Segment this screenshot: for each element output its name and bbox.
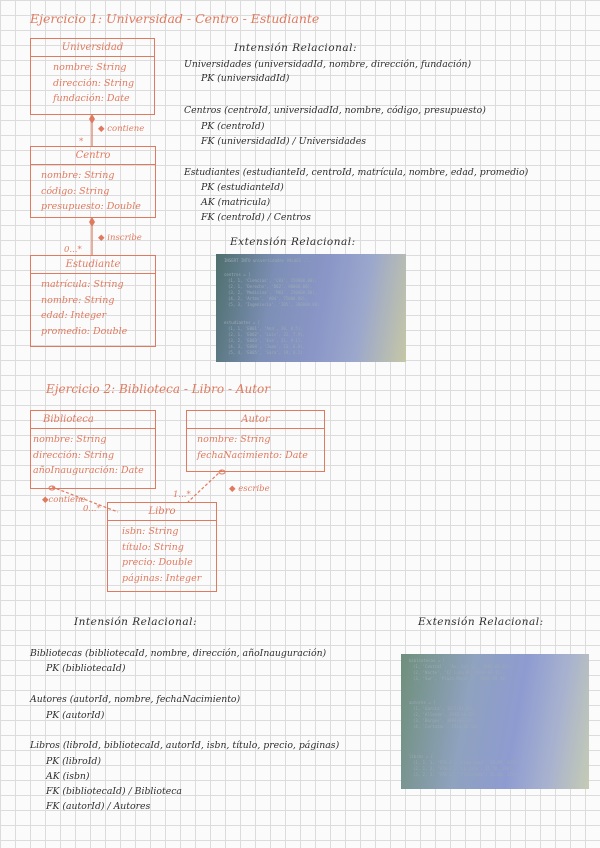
schema-line: Centros (centroId, universidadId, nombre… — [184, 105, 486, 116]
class-attribute: nombre: String — [41, 170, 115, 181]
multiplicity-label: * — [79, 137, 84, 147]
class-attribute: edad: Integer — [41, 310, 107, 321]
schema-line: FK (centroId) / Centros — [201, 212, 311, 223]
class-name: Biblioteca — [31, 411, 155, 429]
class-name: Autor — [187, 411, 324, 429]
class-attribute: precio: Double — [122, 557, 193, 568]
schema-line: PK (estudianteId) — [201, 182, 284, 193]
relation-label-inscribe: ◆ inscribe — [98, 233, 142, 243]
class-name: Centro — [31, 147, 155, 165]
uml-class-estudiante: Estudiante matrícula: String nombre: Str… — [30, 255, 156, 347]
schema-line: Libros (libroId, bibliotecaId, autorId, … — [30, 740, 340, 751]
schema-line: PK (libroId) — [46, 756, 101, 767]
class-name: Estudiante — [31, 256, 155, 274]
class-attribute: isbn: String — [122, 526, 179, 537]
class-attribute: promedio: Double — [41, 325, 128, 337]
class-attribute: matrícula: String — [41, 279, 124, 290]
extension-heading: Extensión Relacional: — [418, 616, 544, 628]
exercise1-title: Ejercicio 1: Universidad - Centro - Estu… — [30, 11, 320, 26]
relation-name: contiene — [107, 124, 145, 134]
class-attribute: páginas: Integer — [122, 572, 202, 584]
relation-label-escribe: ◆ escribe — [229, 484, 270, 494]
class-attribute: nombre: String — [53, 62, 127, 73]
schema-line: Universidades (universidadId, nombre, di… — [184, 59, 472, 70]
schema-line: FK (bibliotecaId) / Biblioteca — [46, 786, 182, 797]
schema-line: PK (centroId) — [201, 121, 265, 132]
multiplicity-label: 1...* — [173, 490, 191, 500]
schema-line: Bibliotecas (bibliotecaId, nombre, direc… — [30, 648, 327, 659]
relation-name: contiene — [48, 495, 86, 505]
class-attribute: nombre: String — [33, 434, 107, 445]
class-attribute: nombre: String — [41, 294, 115, 306]
schema-line: AK (isbn) — [46, 771, 90, 782]
aggregation-diamond — [218, 469, 226, 475]
uml-class-centro: Centro nombre: String código: String pre… — [30, 146, 156, 218]
class-attribute: presupuesto: Double — [41, 201, 141, 212]
uml-class-biblioteca: Biblioteca nombre: String dirección: Str… — [30, 410, 156, 489]
relation-label-contiene: ◆ contiene — [98, 124, 145, 134]
aggregation-diamond — [48, 485, 56, 491]
class-attribute: dirección: String — [33, 449, 115, 461]
relation-name: escribe — [238, 484, 270, 494]
extension-photo-2: bibliotecas = [ (1, 'Central', 'Av. Sol … — [401, 654, 589, 789]
class-name: Universidad — [31, 39, 154, 57]
schema-line: PK (bibliotecaId) — [46, 663, 126, 674]
exercise2-title: Ejercicio 2: Biblioteca - Libro - Autor — [46, 382, 270, 396]
schema-line: AK (matricula) — [201, 197, 271, 208]
class-attribute: fundación: Date — [53, 93, 130, 104]
relation-name: inscribe — [107, 233, 142, 243]
schema-line: PK (autorId) — [46, 710, 105, 721]
schema-line: Autores (autorId, nombre, fechaNacimient… — [30, 694, 241, 705]
aggregation-diamond — [89, 114, 95, 124]
intension-heading: Intensión Relacional: — [234, 42, 357, 54]
schema-line: Estudiantes (estudianteId, centroId, mat… — [184, 167, 529, 178]
class-attribute: título: String — [122, 541, 184, 553]
class-name: Libro — [108, 503, 216, 521]
multiplicity-label: 0...* — [83, 504, 101, 514]
extension-photo-1: INSERT INTO universidades VALUES ... cen… — [216, 254, 406, 362]
class-attribute: dirección: String — [53, 77, 135, 89]
class-attribute: código: String — [41, 185, 110, 197]
schema-line: PK (universidadId) — [201, 73, 290, 84]
schema-line: FK (universidadId) / Universidades — [201, 136, 367, 147]
association-line — [187, 469, 223, 503]
intension-heading: Intensión Relacional: — [74, 616, 197, 628]
uml-class-libro: Libro isbn: String título: String precio… — [107, 502, 217, 592]
uml-class-autor: Autor nombre: String fechaNacimiento: Da… — [186, 410, 325, 472]
relation-label-contiene: ◆contiene — [42, 495, 86, 505]
association-line — [51, 486, 119, 513]
class-attribute: añoInauguración: Date — [33, 465, 144, 476]
extension-heading: Extensión Relacional: — [230, 236, 356, 248]
class-attribute: nombre: String — [197, 434, 271, 445]
schema-line: FK (autorId) / Autores — [46, 801, 151, 812]
multiplicity-label: 0...* — [64, 245, 82, 255]
class-attribute: fechaNacimiento: Date — [197, 449, 308, 461]
aggregation-diamond — [89, 217, 95, 227]
